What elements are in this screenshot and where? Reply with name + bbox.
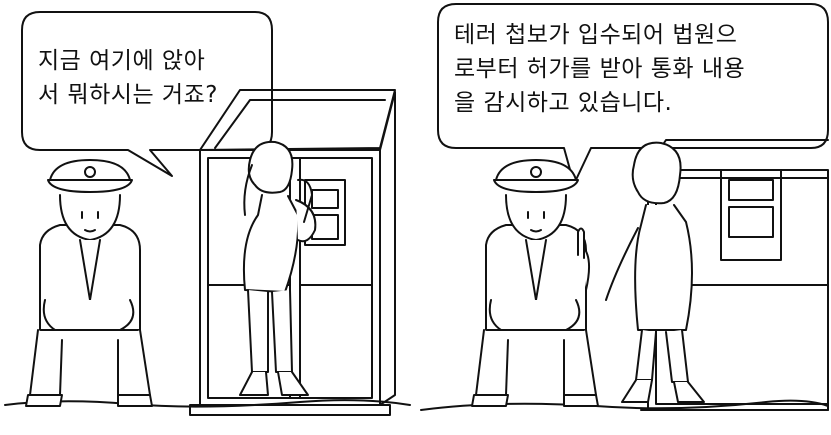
ground-line [4,399,411,408]
police-officer-right [471,159,599,407]
comic-panel-right: 테러 첩보가 입수되어 법원으 로부터 허가를 받아 통화 내용 을 감시하고 … [416,0,831,435]
speech-text-left: 지금 여기에 앉아 서 뭐하시는 거죠? [38,48,218,108]
police-officer-left [25,159,153,407]
speech-text-right: 테러 첩보가 입수되어 법원으 로부터 허가를 받아 통화 내용 을 감시하고 … [454,22,746,116]
woman-figure-left [239,140,317,396]
comic-panel-left: 지금 여기에 앉아 서 뭐하시는 거죠? [0,0,415,435]
right-scene-illustration [420,3,829,411]
speech-bubble-right [437,3,829,185]
speech-bubble-left [21,11,273,177]
left-scene-illustration [4,11,411,416]
woman-figure-right [605,141,705,403]
